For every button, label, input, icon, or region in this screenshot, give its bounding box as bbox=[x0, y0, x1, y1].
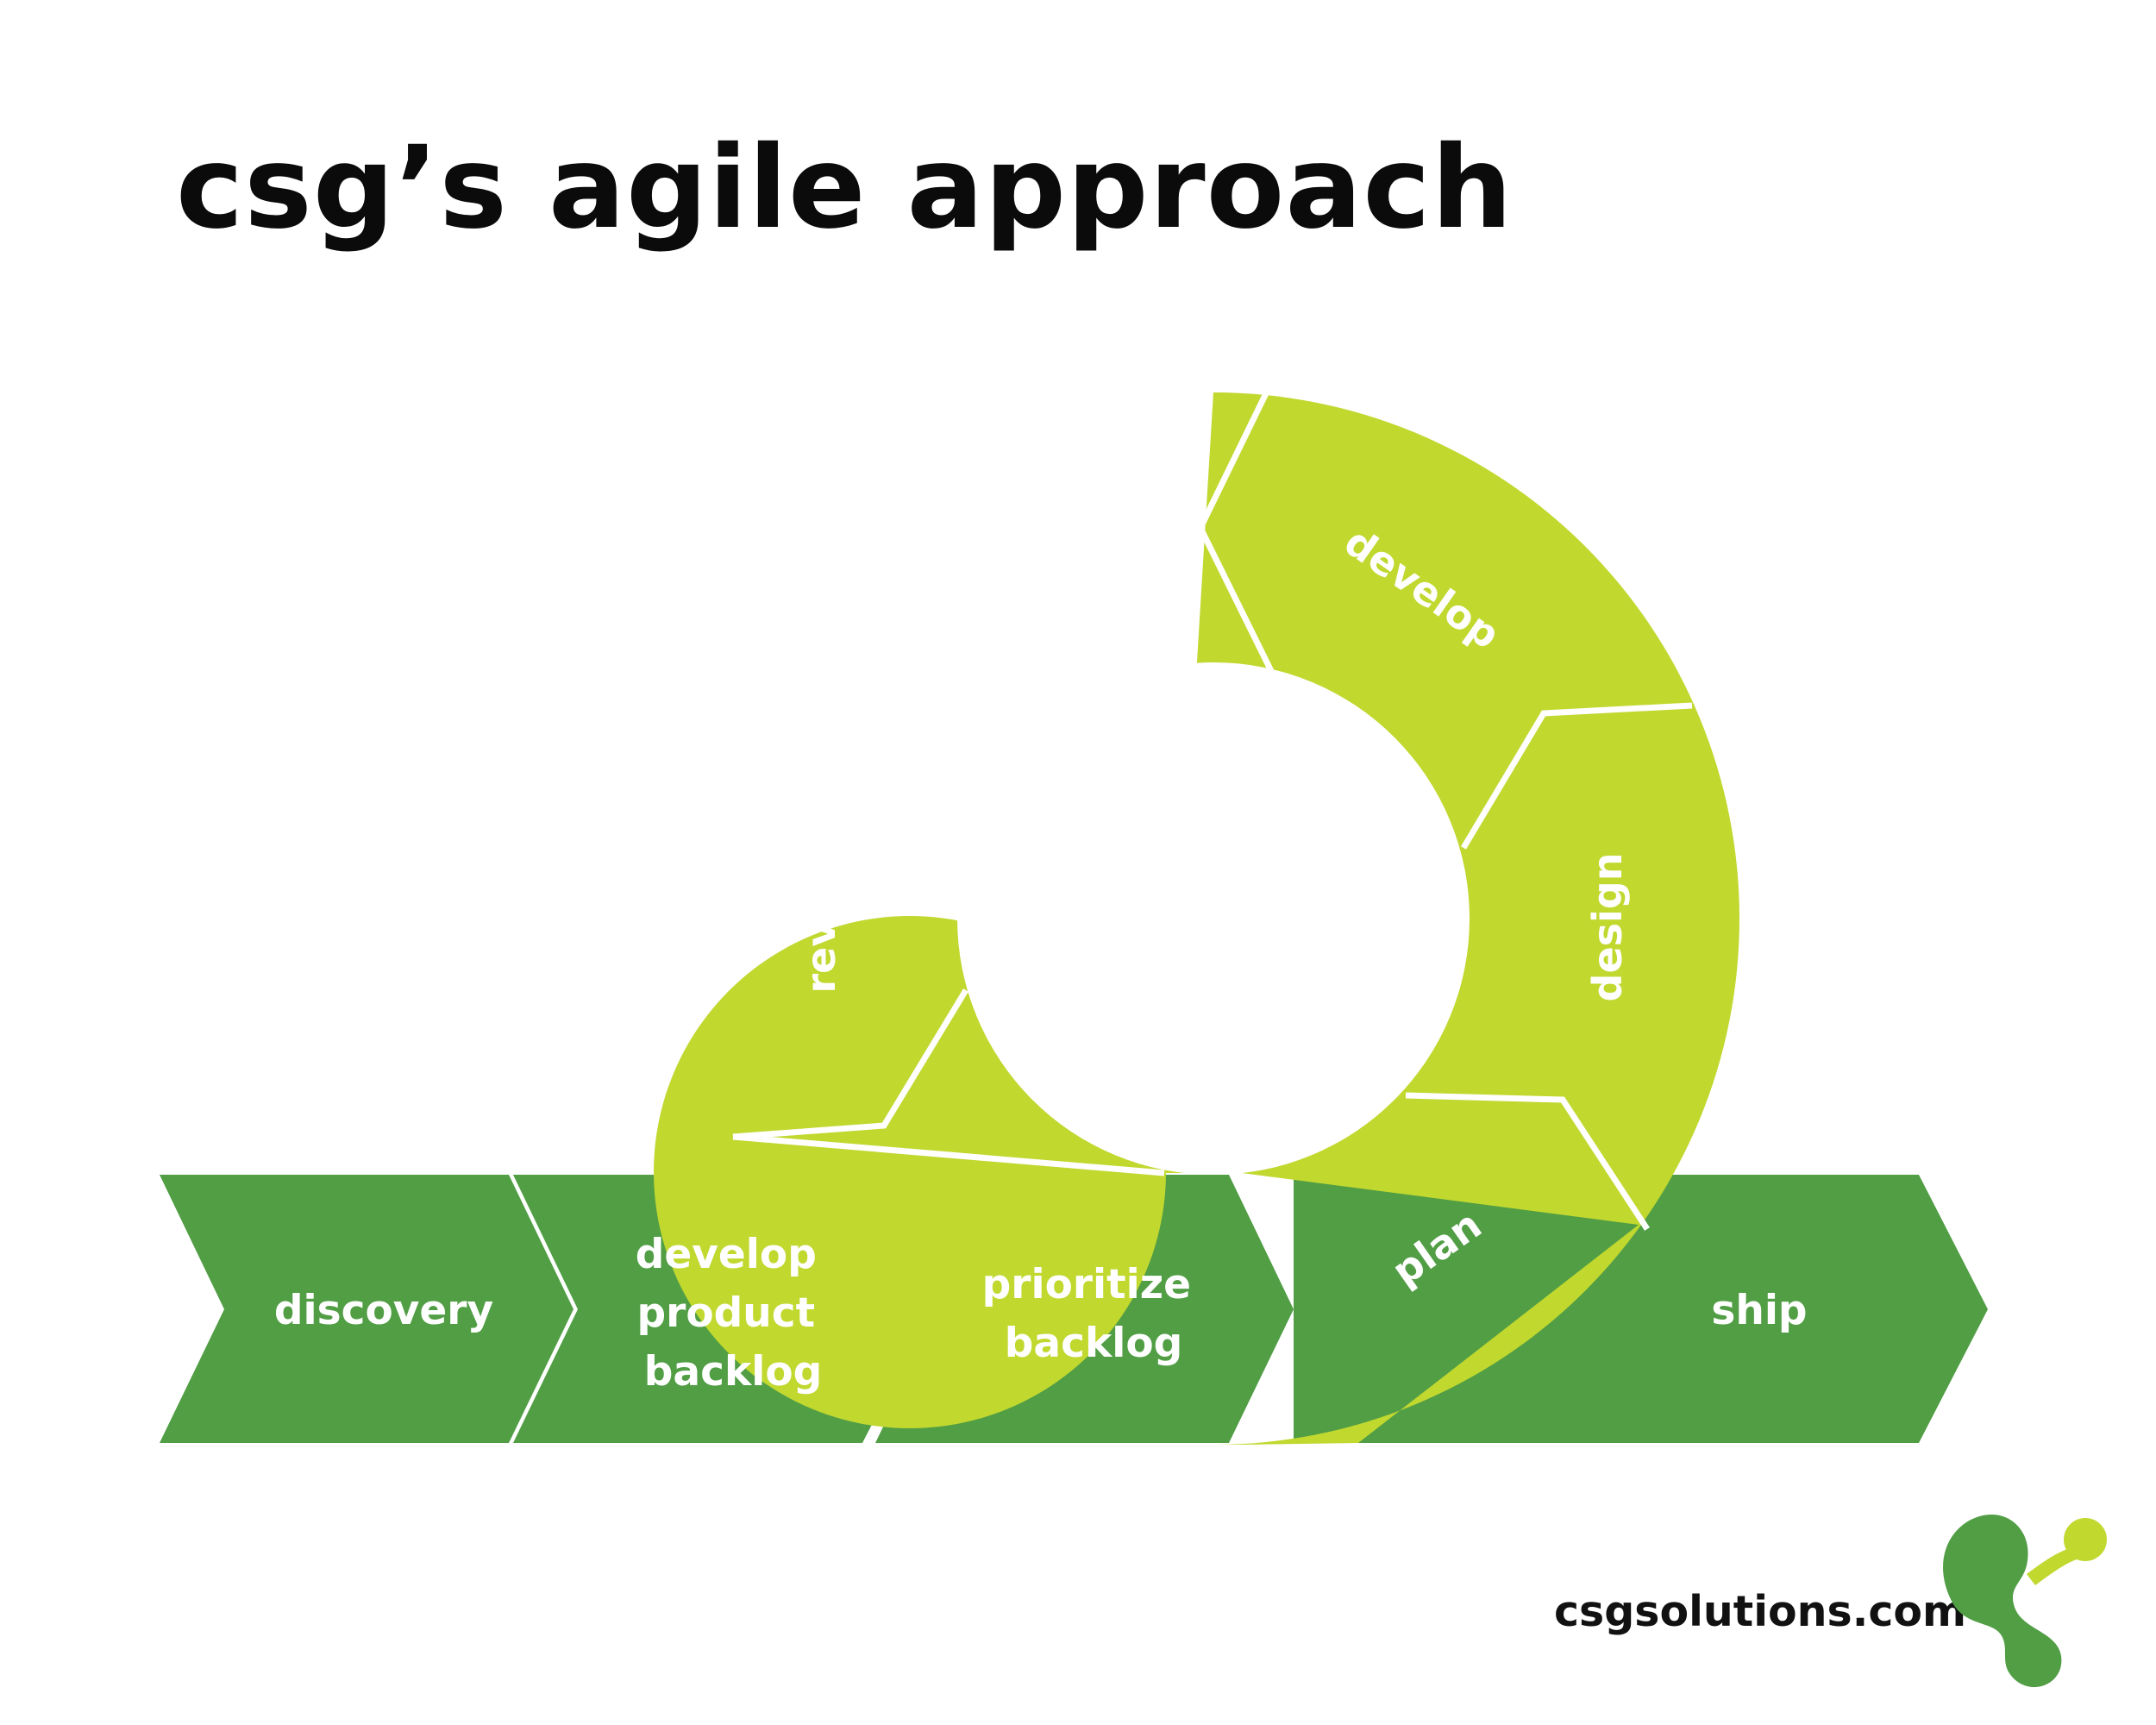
csg-logo-icon bbox=[1943, 1514, 2107, 1688]
pipeline-step-develop-product-backlog-line-3: backlog bbox=[644, 1348, 823, 1396]
pipeline-step-ship-label: ship bbox=[1711, 1287, 1807, 1334]
pipeline-step-prioritize-backlog-label: prioritize backlog bbox=[982, 1261, 1206, 1367]
pipeline-step-prioritize-backlog-line-2: backlog bbox=[1005, 1320, 1183, 1367]
cycle-stage-design: design bbox=[1584, 853, 1631, 1002]
cycle-ring bbox=[654, 388, 1739, 1445]
pipeline-labels: discovery develop product backlog priori… bbox=[274, 1231, 1808, 1396]
pipeline-step-discovery-shape bbox=[160, 1175, 573, 1443]
pipeline-step-prioritize-backlog-line-1: prioritize bbox=[982, 1261, 1191, 1308]
pipeline-step-ship-line-1: ship bbox=[1711, 1287, 1807, 1334]
cycle-stage-review: review bbox=[798, 844, 844, 993]
pipeline-step-develop-product-backlog-line-1: develop bbox=[636, 1231, 817, 1278]
logo-connector bbox=[2027, 1548, 2077, 1585]
cycle-separators bbox=[732, 388, 1693, 1231]
cycle-stage-test: test bbox=[969, 532, 1069, 617]
pipeline-step-develop-product-backlog-label: develop product backlog bbox=[636, 1231, 830, 1396]
pipeline-step-discovery-line-1: discovery bbox=[274, 1287, 493, 1334]
logo-dark-shape bbox=[1943, 1514, 2062, 1688]
page-title: csg’s agile approach bbox=[176, 122, 1514, 254]
footer-url: csgsolutions.com bbox=[1554, 1587, 1967, 1636]
pipeline-step-discovery-label: discovery bbox=[274, 1287, 493, 1334]
logo-light-dot bbox=[2064, 1518, 2107, 1561]
cycle-center bbox=[957, 662, 1470, 1175]
pipeline-step-develop-product-backlog-line-2: product bbox=[637, 1289, 816, 1337]
